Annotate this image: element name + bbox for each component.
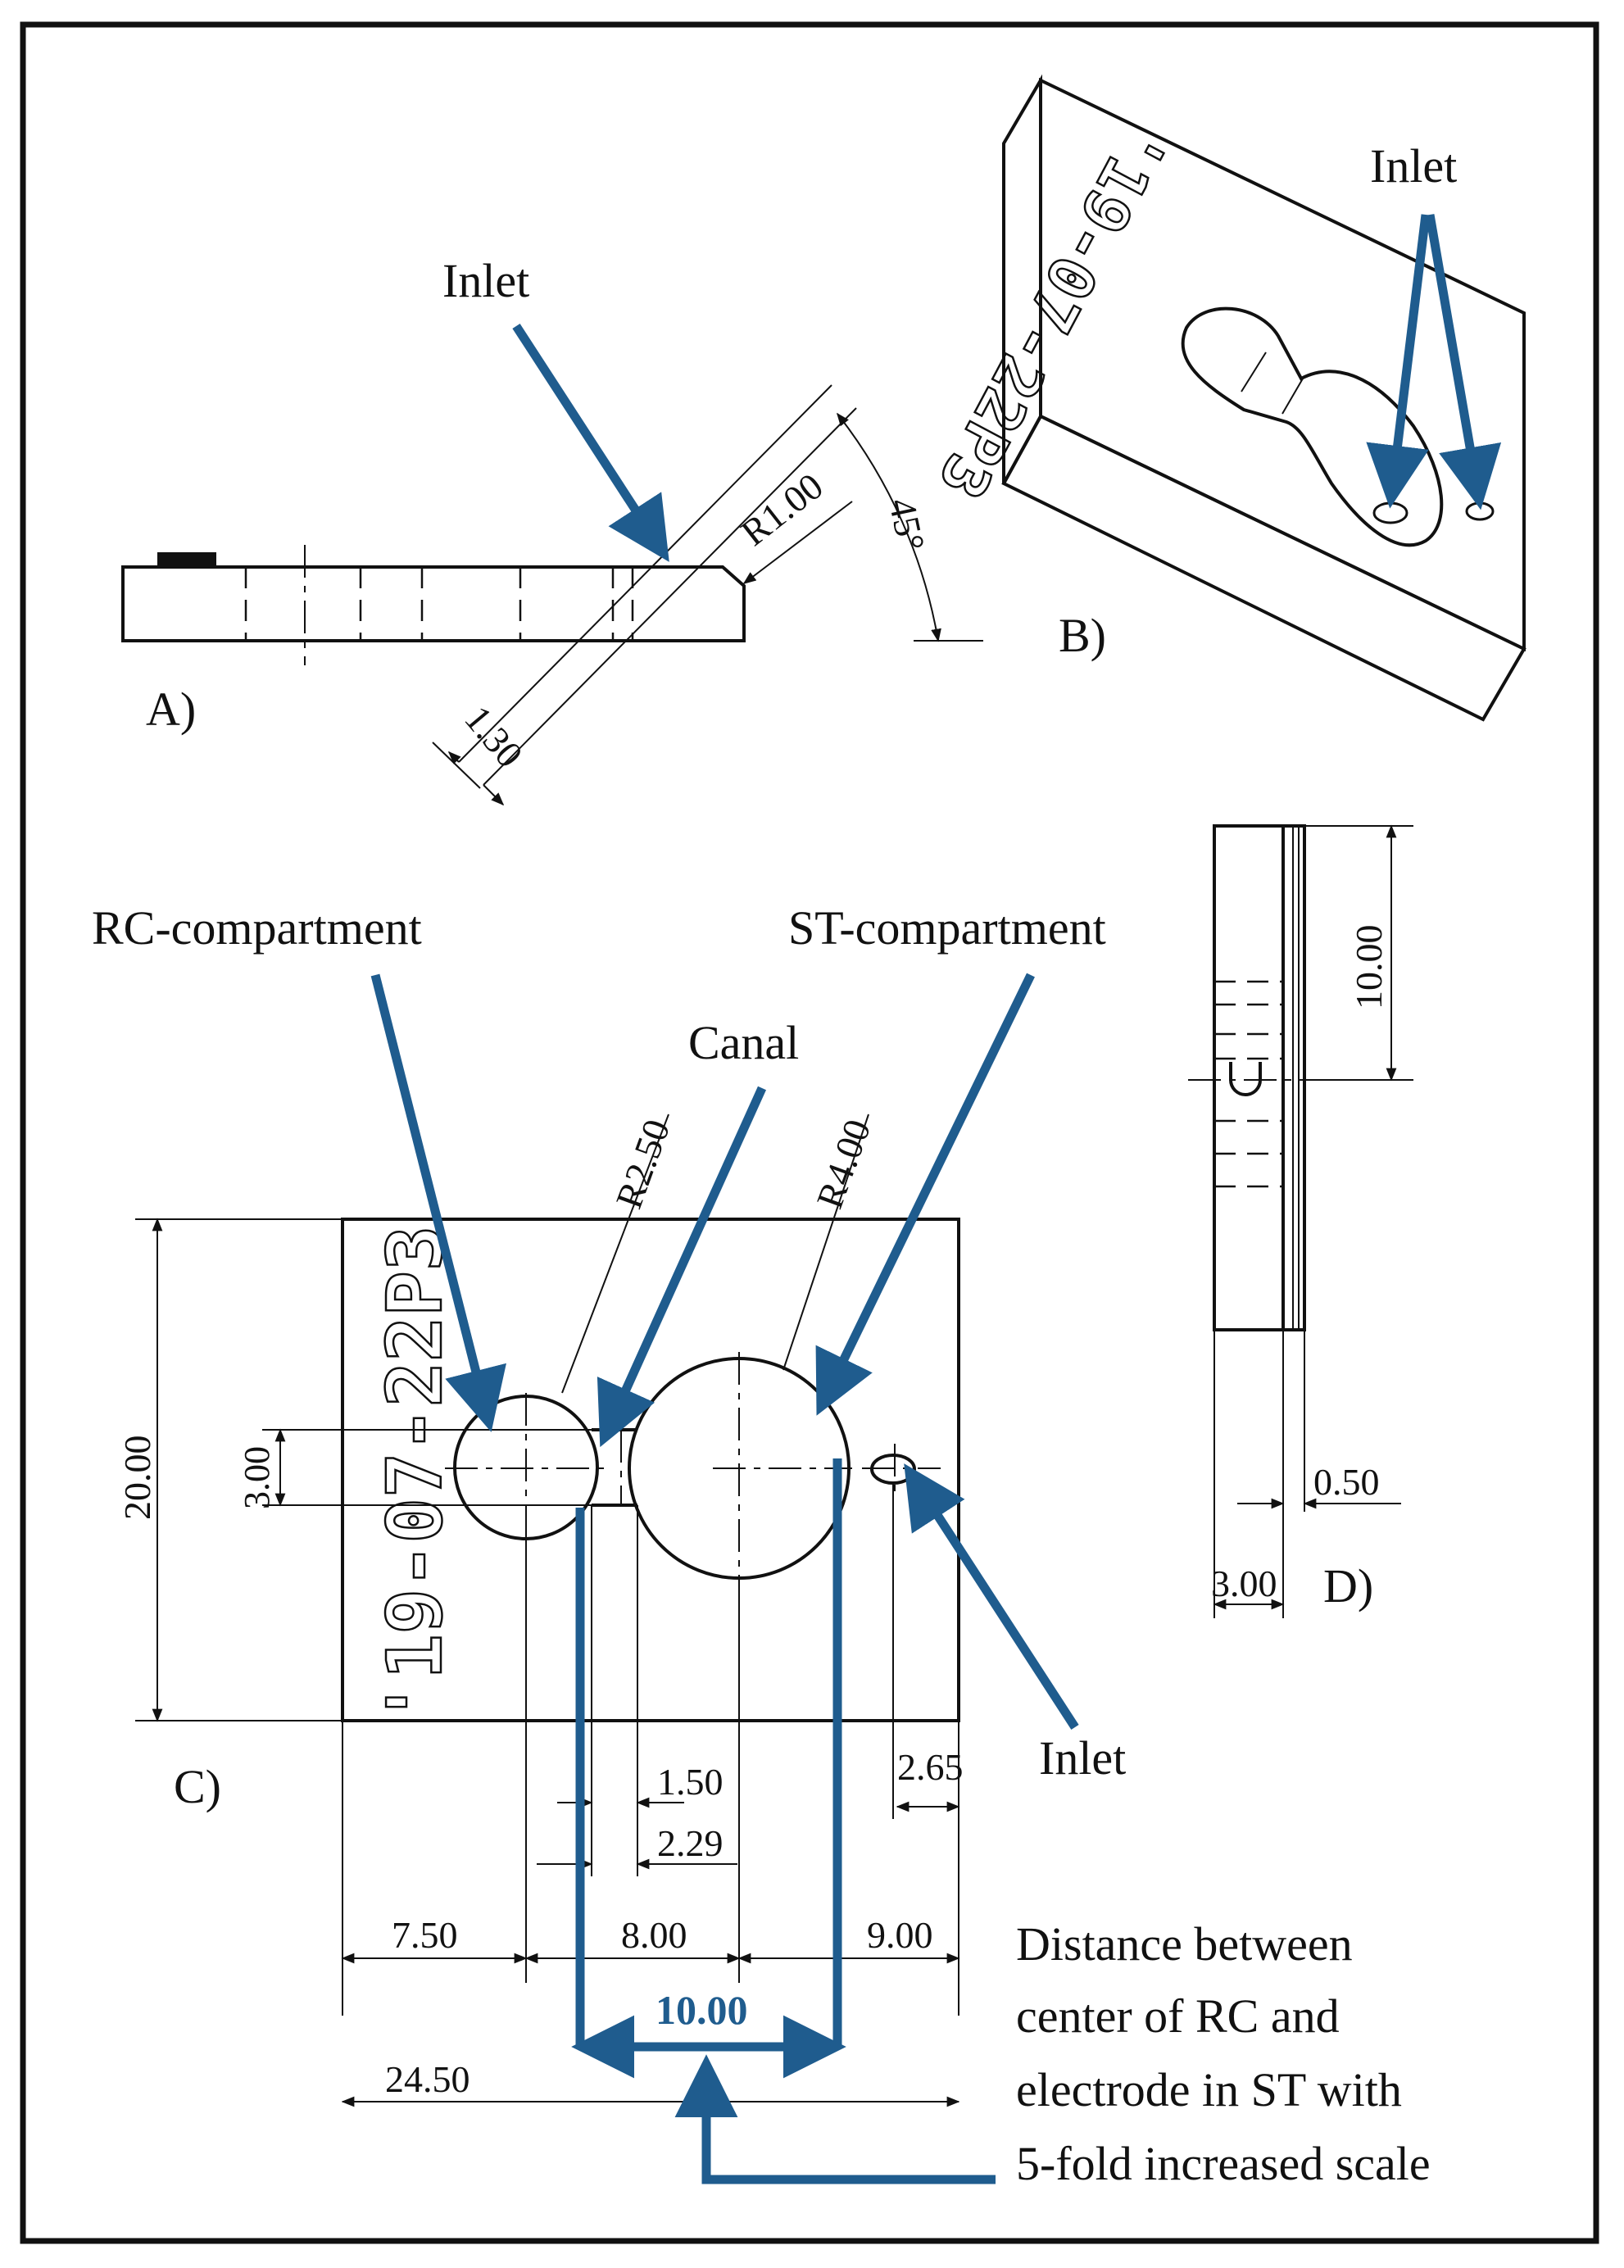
panel-c-top-view: '19-07-22P3 <box>135 1114 960 2107</box>
panel-b-inlet-arrow-2 <box>1425 214 1502 510</box>
panel-c-dim-2-29: 2.29 <box>657 1822 724 1864</box>
note-line-4: 5-fold increased scale <box>1016 2137 1431 2190</box>
panel-c-highlight-dimension <box>571 1458 996 2184</box>
panel-c-rc-arrow <box>370 973 506 1432</box>
panel-c-label: C) <box>174 1760 221 1813</box>
panel-a-radius-dim: R1.00 <box>733 465 831 554</box>
panel-a-inlet-arrow <box>512 324 669 562</box>
panel-d-label: D) <box>1323 1559 1373 1613</box>
panel-c-rc-radius-dim: R2.50 <box>607 1114 678 1213</box>
panel-c-height-dim: 20.00 <box>116 1436 158 1521</box>
panel-c-canal-label: Canal <box>688 1016 799 1069</box>
panel-b-inlet-label: Inlet <box>1370 139 1457 193</box>
panel-c-canal-arrow <box>597 1086 767 1448</box>
panel-d-dim-0-50: 0.50 <box>1313 1461 1380 1503</box>
figure-border <box>20 21 1599 2244</box>
panel-d-dim-3-00: 3.00 <box>1211 1563 1277 1604</box>
panel-c-inlet-label: Inlet <box>1039 1731 1126 1785</box>
panel-c-rc-compartment-label: RC-compartment <box>92 901 422 955</box>
panel-a-angle-dim: 45° <box>881 494 932 555</box>
panel-c-dim-9-00: 9.00 <box>867 1914 933 1956</box>
panel-c-dim-1-50: 1.50 <box>657 1761 724 1803</box>
note-line-1: Distance between <box>1016 1917 1353 1971</box>
highlight-note: Distance between center of RC and electr… <box>1016 1917 1431 2190</box>
panel-c-dim-7-50: 7.50 <box>392 1914 458 1956</box>
panel-a-label: A) <box>146 683 196 736</box>
panel-d-dim-10-00: 10.00 <box>1348 925 1390 1010</box>
panel-c-highlight-value: 10.00 <box>655 1987 748 2033</box>
panel-c-dim-2-65: 2.65 <box>897 1746 964 1788</box>
panel-b-inlet-arrow-1 <box>1366 214 1431 509</box>
panel-d-side-view <box>1188 824 1413 1618</box>
panel-c-dim-24-50: 24.50 <box>385 2058 470 2100</box>
panel-c-dim-8-00: 8.00 <box>621 1914 687 1956</box>
panel-c-st-arrow <box>815 973 1035 1416</box>
svg-text:'19-07-22P3: '19-07-22P3 <box>371 1226 459 1725</box>
panel-a-inlet-label: Inlet <box>442 254 529 307</box>
panel-c-inlet-arrow <box>904 1463 1079 1730</box>
panel-c-canal-width-dim: 3.00 <box>237 1446 277 1509</box>
note-line-3: electrode in ST with <box>1016 2063 1402 2116</box>
panel-b-label: B) <box>1059 609 1106 662</box>
note-line-2: center of RC and <box>1016 1989 1340 2043</box>
panel-c-st-radius-dim: R4.00 <box>808 1114 878 1213</box>
panel-c-st-compartment-label: ST-compartment <box>788 901 1106 955</box>
panel-a-side-view <box>121 384 983 806</box>
panel-a-diameter-dim: 1.30 <box>456 698 531 775</box>
